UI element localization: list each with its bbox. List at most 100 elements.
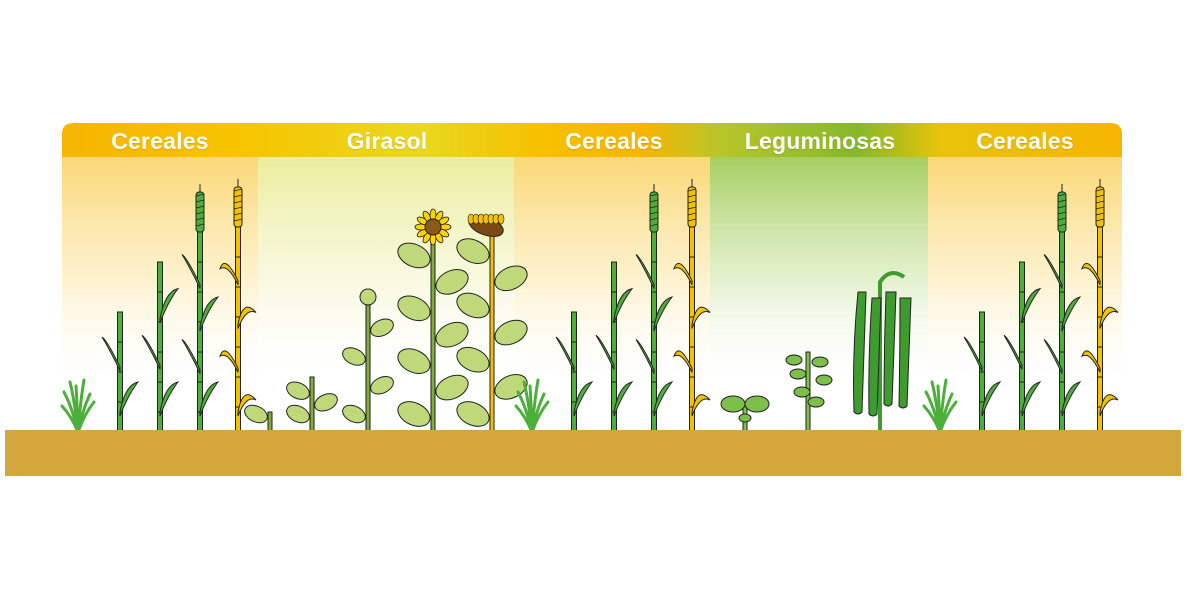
grain [649, 205, 659, 209]
stem [878, 271, 906, 432]
leaf [811, 356, 829, 368]
tiller [938, 400, 958, 434]
leaf [691, 306, 711, 329]
grain [233, 200, 243, 204]
legume-background [710, 150, 928, 390]
leaf [219, 350, 239, 373]
grain [649, 223, 659, 227]
leaf [370, 376, 394, 395]
legume-plant [853, 271, 912, 445]
leaf [1061, 381, 1082, 417]
grain [687, 206, 697, 210]
grain [687, 188, 697, 192]
leaf [720, 395, 746, 413]
stem [689, 226, 695, 433]
cereal-plant [673, 179, 711, 445]
leaf [1021, 287, 1042, 323]
leaf [397, 295, 431, 322]
leaf [1021, 381, 1042, 417]
bean-pod [868, 297, 882, 417]
leaf [653, 296, 674, 332]
grain [233, 218, 243, 222]
tiller [922, 404, 942, 434]
leaf [744, 395, 770, 413]
leaf [691, 394, 711, 417]
grain [687, 218, 697, 222]
leaf [613, 381, 634, 417]
grain [233, 212, 243, 216]
grain [1095, 194, 1105, 198]
leaf [181, 339, 201, 374]
soil-strip [5, 430, 1181, 476]
leaf [101, 336, 121, 372]
leaf [653, 381, 674, 417]
cereal-plant [141, 261, 180, 445]
leaf [435, 321, 469, 348]
segment-label-leguminosas: Leguminosas [744, 128, 896, 154]
stem [430, 226, 436, 433]
flower-disc [424, 218, 442, 236]
bean-pod [853, 291, 867, 415]
grain [1057, 205, 1067, 209]
grain [1057, 199, 1067, 203]
grain [233, 188, 243, 192]
cereal-plant [1081, 179, 1119, 445]
grain [1057, 211, 1067, 215]
sunflower-plant [456, 213, 528, 445]
sunflower-plant [286, 376, 338, 445]
leaf [244, 404, 268, 424]
leaf [342, 347, 366, 366]
leaf [286, 404, 310, 424]
title-band [62, 123, 1122, 157]
grain [195, 193, 205, 197]
leaf [199, 381, 220, 417]
leaf [219, 262, 239, 285]
tiller [60, 404, 80, 434]
grain [1095, 188, 1105, 192]
bean-pod [898, 297, 912, 409]
tiller [514, 404, 534, 434]
dry-petal [497, 213, 505, 225]
leaf [237, 394, 257, 417]
leaf [119, 381, 140, 417]
leaf [1099, 306, 1119, 329]
grain [233, 194, 243, 198]
leaf [1003, 334, 1023, 370]
cereal-plant [219, 179, 257, 445]
leaf [159, 287, 180, 323]
grain [649, 193, 659, 197]
grain [195, 205, 205, 209]
leaf [807, 396, 825, 408]
segment-label-cereales-3: Cereales [976, 128, 1074, 154]
tiller [76, 400, 96, 434]
leaf [314, 393, 338, 412]
leaf [635, 254, 655, 289]
stem [365, 296, 371, 433]
leaf [555, 336, 575, 372]
grain [1057, 223, 1067, 227]
leaf [738, 413, 752, 423]
leaf [159, 381, 180, 417]
grain [1057, 217, 1067, 221]
leaf [613, 287, 634, 323]
leaf [456, 401, 490, 427]
leaf [456, 292, 490, 319]
grain [233, 206, 243, 210]
leaf [237, 306, 257, 329]
stem [1097, 226, 1103, 433]
grain [1095, 212, 1105, 216]
leaf [494, 319, 528, 346]
stem [309, 376, 315, 433]
grain [195, 223, 205, 227]
bud [359, 288, 377, 306]
cereal-plant [181, 184, 220, 445]
stem [489, 221, 495, 433]
bean-pod [883, 291, 897, 407]
grain [687, 194, 697, 198]
grain [687, 212, 697, 216]
leaf [673, 262, 693, 285]
leaf [456, 238, 490, 264]
leaf [1081, 262, 1101, 285]
leaf [815, 374, 833, 386]
